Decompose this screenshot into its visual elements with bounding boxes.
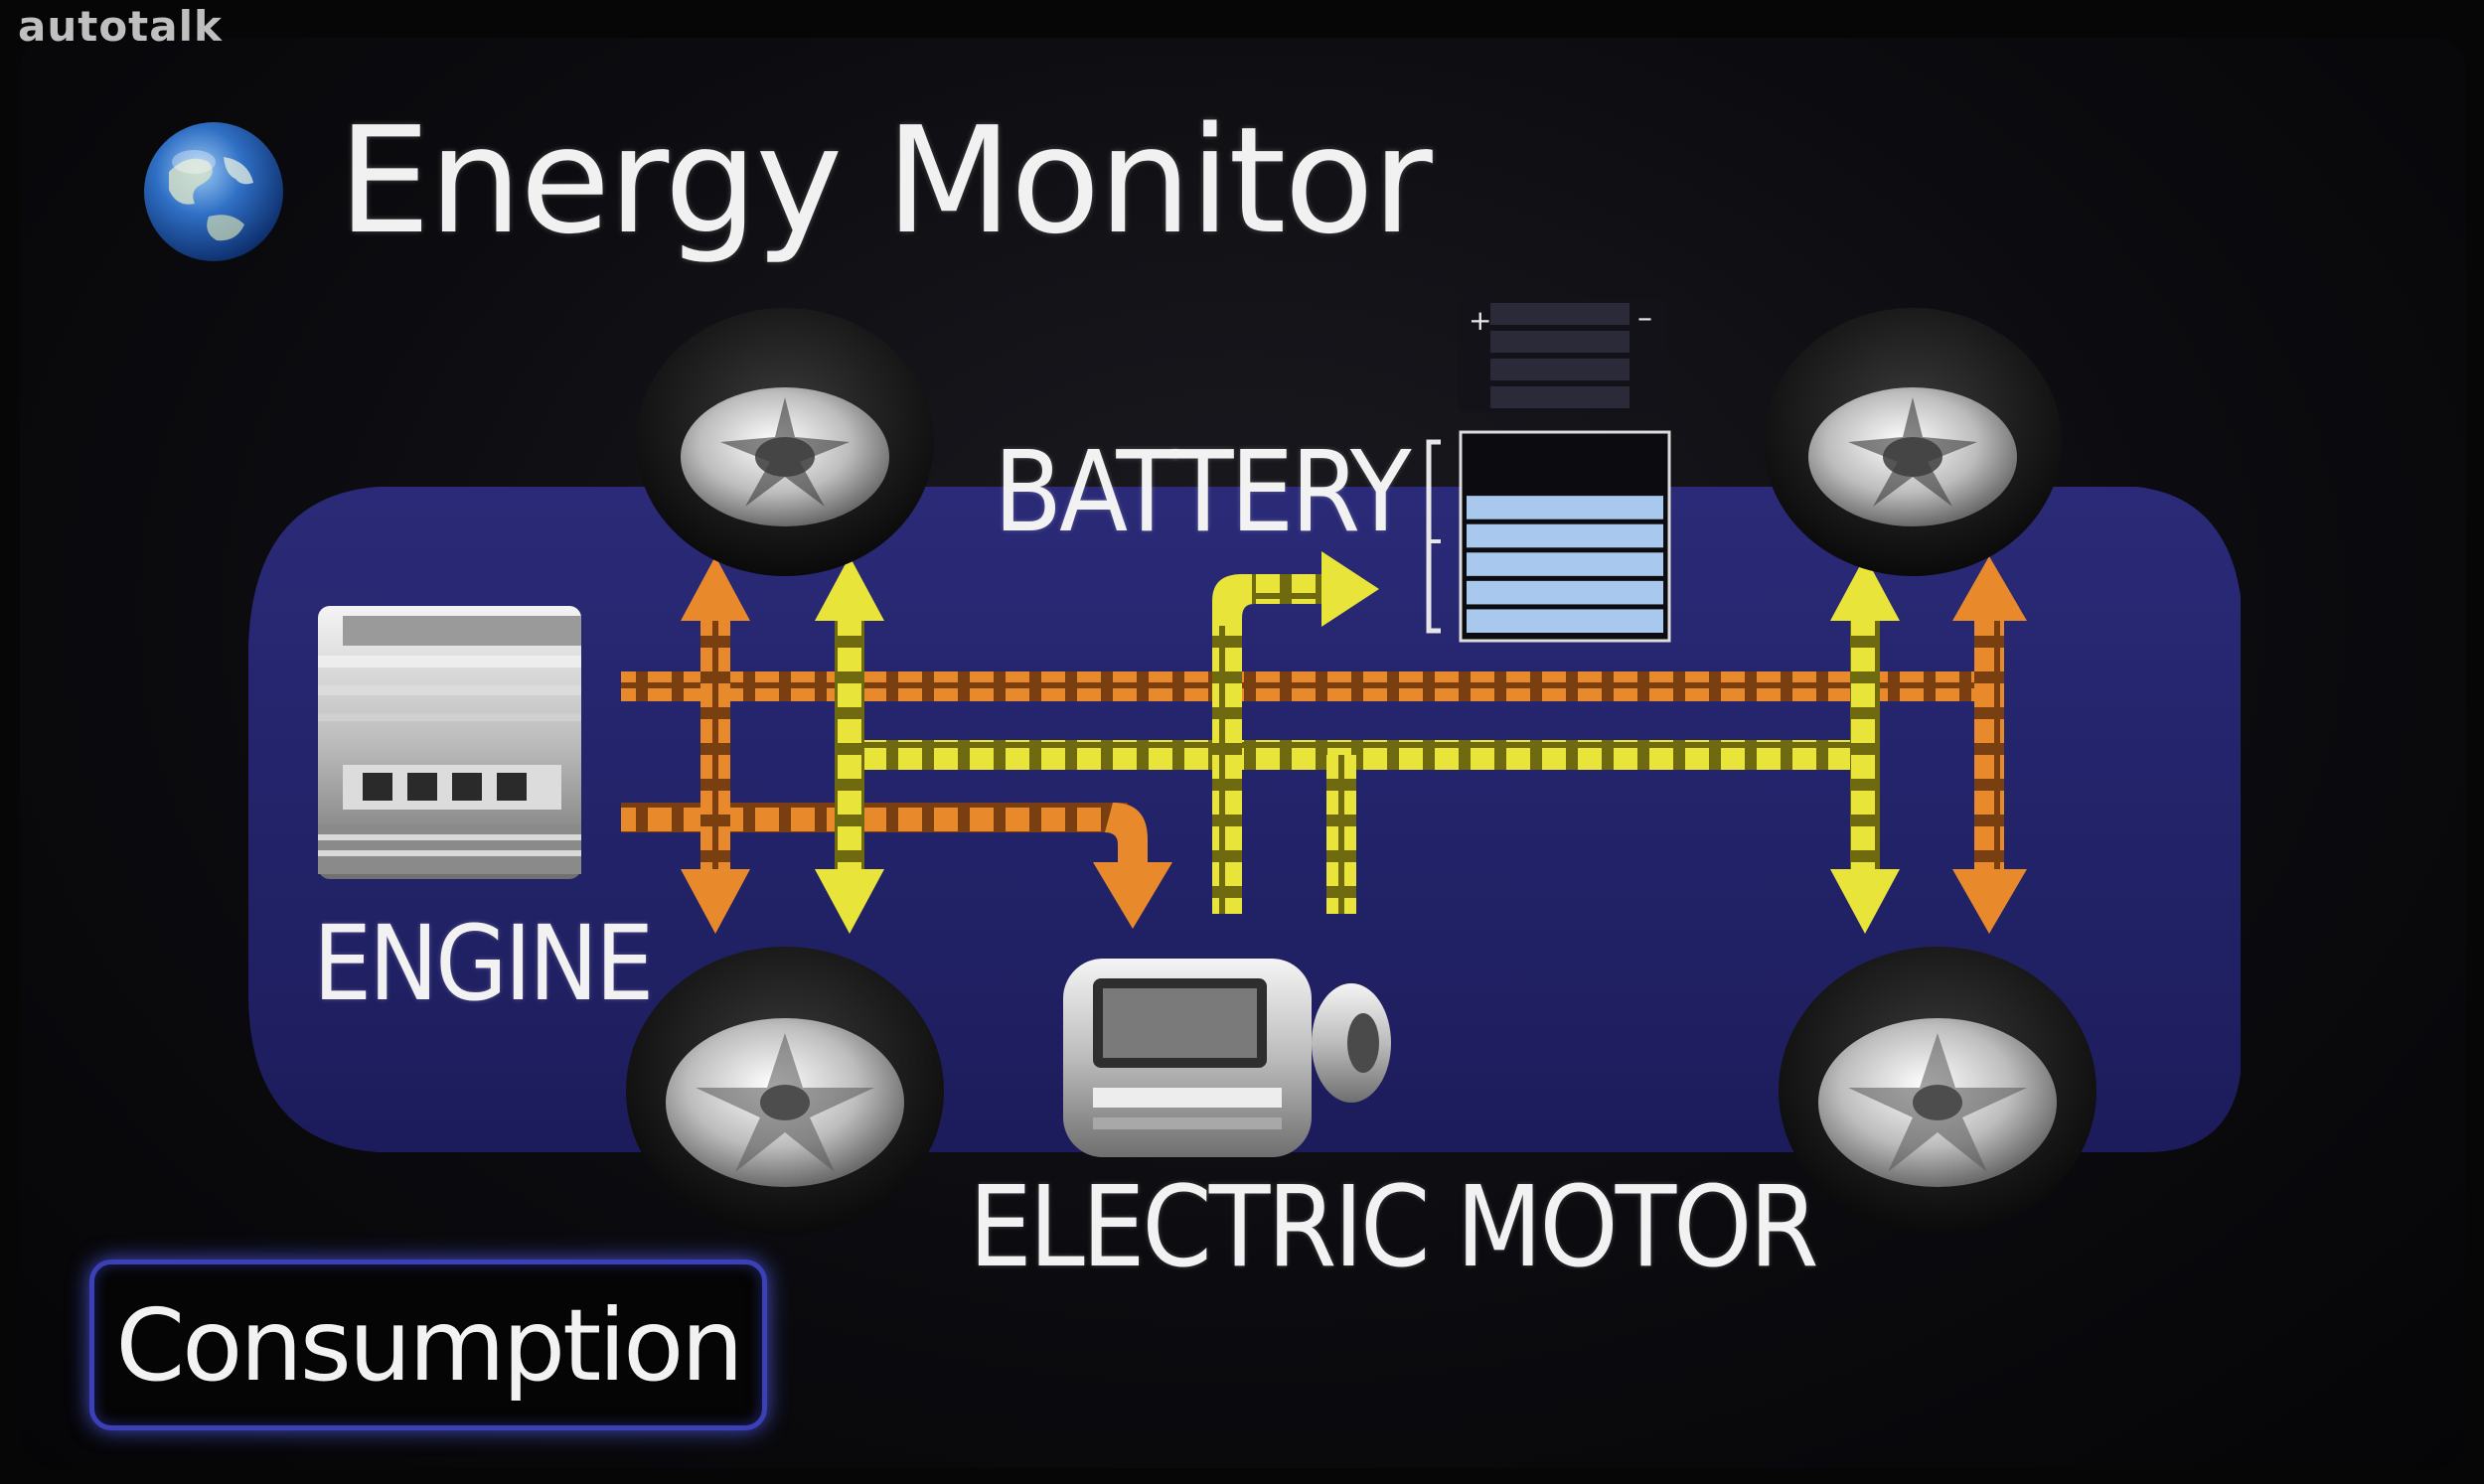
consumption-button[interactable]: Consumption: [89, 1260, 767, 1430]
battery-segment-filled: [1467, 580, 1663, 605]
wheel-icon: [626, 947, 944, 1235]
watermark: autotalk: [18, 2, 223, 51]
electric-motor-label: ELECTRIC MOTOR: [969, 1163, 1818, 1292]
engine-icon: [318, 606, 581, 879]
wheel-icon: [1764, 308, 2062, 576]
battery-segment-empty: [1467, 467, 1663, 492]
page-title: Energy Monitor: [338, 95, 1433, 266]
electric-power-flow: [815, 551, 1900, 934]
battery-segment-filled: [1467, 609, 1663, 633]
battery-level-gauge: [1467, 439, 1663, 633]
svg-text:+: +: [1469, 304, 1491, 337]
wheel-icon: [1779, 947, 2096, 1235]
battery-segment-empty: [1467, 439, 1663, 463]
battery-label: BATTERY: [994, 428, 1411, 557]
wheel-icon: [636, 308, 934, 576]
globe-icon: [144, 122, 283, 261]
battery-segment-filled: [1467, 552, 1663, 576]
electric-motor-icon: [1063, 959, 1391, 1157]
battery-segment-filled: [1467, 523, 1663, 548]
battery-segment-filled: [1467, 496, 1663, 519]
engine-label: ENGINE: [313, 903, 654, 1024]
svg-text:–: –: [1637, 301, 1652, 336]
